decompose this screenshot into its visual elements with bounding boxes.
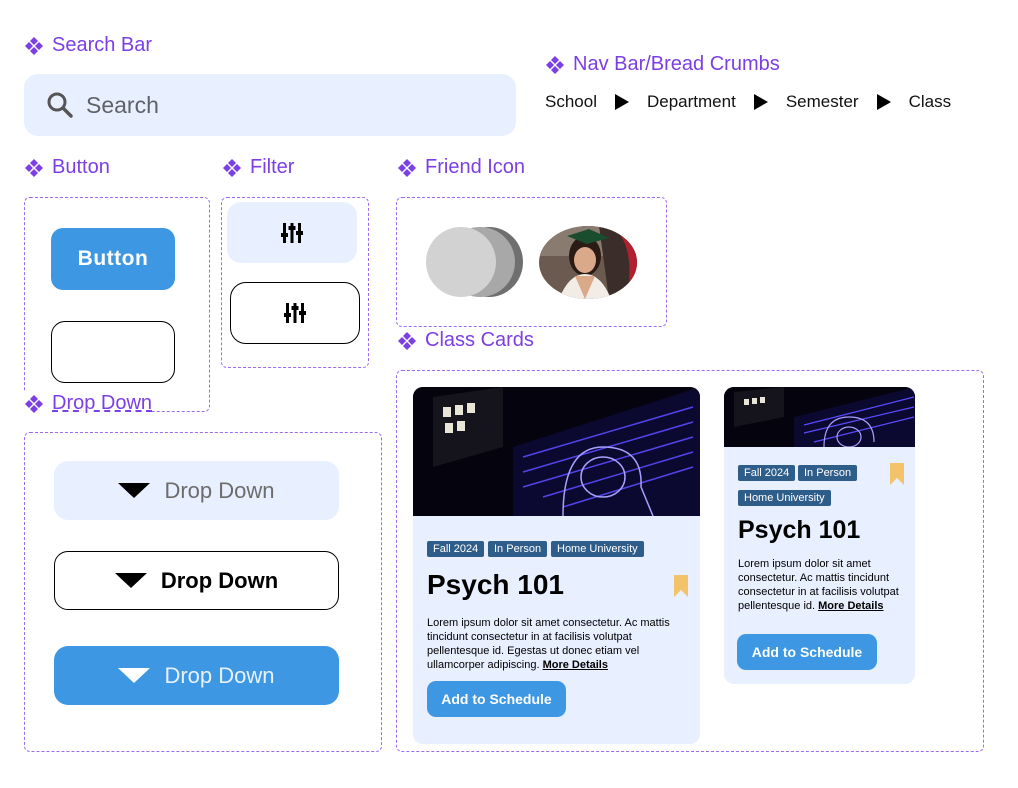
dropdown-filled[interactable]: Drop Down (54, 646, 339, 705)
course-description: Lorem ipsum dolor sit amet consectetur. … (738, 558, 899, 612)
dropdown-outline[interactable]: Drop Down (54, 551, 339, 610)
brain-exhibit-image (724, 387, 915, 448)
friend-icon-frame (396, 197, 667, 327)
section-title-friend-icon: Friend Icon (397, 156, 525, 179)
caret-down-icon (118, 483, 151, 498)
component-diamond-icon (24, 394, 44, 414)
bookmark-icon[interactable] (890, 463, 904, 485)
dropdown-frame (24, 432, 382, 752)
more-details-link[interactable]: More Details (818, 600, 884, 612)
search-icon (47, 92, 73, 118)
class-card-image (724, 387, 915, 448)
tag-format: In Person (488, 541, 548, 557)
sliders-icon (283, 301, 307, 325)
filter-frame (221, 197, 369, 368)
breadcrumb-arrow-icon (753, 94, 768, 110)
tag-format: In Person (798, 465, 858, 481)
tag-university: Home University (551, 541, 644, 557)
bookmark-icon[interactable] (674, 575, 688, 597)
course-title: Psych 101 (427, 569, 564, 600)
search-input[interactable] (86, 91, 466, 119)
section-title-nav-bar: Nav Bar/Bread Crumbs (545, 53, 780, 76)
friend-avatar-placeholder-front[interactable] (426, 227, 496, 297)
more-details-link[interactable]: More Details (542, 659, 608, 671)
class-card-small[interactable]: Fall 2024 In Person Home University Psyc… (724, 387, 915, 684)
breadcrumb-semester[interactable]: Semester (785, 92, 859, 111)
search-bar[interactable] (24, 74, 516, 136)
component-diamond-icon (545, 55, 565, 75)
breadcrumb-department[interactable]: Department (646, 92, 736, 111)
section-title-class-cards: Class Cards (397, 329, 534, 352)
section-title-button: Button (24, 156, 110, 179)
component-diamond-icon (397, 331, 417, 351)
breadcrumb-arrow-icon (876, 94, 891, 110)
dropdown-light[interactable]: Drop Down (54, 461, 339, 520)
breadcrumb-school[interactable]: School (545, 92, 597, 111)
class-card-large[interactable]: Fall 2024 In Person Home University Psyc… (413, 387, 700, 744)
tag-semester: Fall 2024 (427, 541, 485, 557)
sliders-icon (280, 221, 304, 245)
caret-down-icon (114, 573, 147, 588)
component-diamond-icon (24, 36, 44, 56)
friend-avatar-photo[interactable] (539, 226, 637, 299)
section-title-search-bar: Search Bar (24, 34, 152, 57)
section-title-drop-down: Drop Down (24, 392, 153, 415)
tag-semester: Fall 2024 (738, 465, 796, 481)
class-card-image (413, 387, 700, 517)
tag-university: Home University (738, 490, 831, 506)
graduate-photo (539, 226, 637, 299)
filter-button-light[interactable] (227, 202, 357, 263)
class-cards-frame (396, 370, 984, 752)
course-description: Lorem ipsum dolor sit amet consectetur. … (427, 617, 670, 671)
add-to-schedule-button[interactable]: Add to Schedule (737, 634, 877, 670)
filter-button-outline[interactable] (230, 282, 360, 344)
add-to-schedule-button[interactable]: Add to Schedule (427, 681, 566, 717)
breadcrumb-arrow-icon (614, 94, 629, 110)
component-diamond-icon (222, 158, 242, 178)
primary-button[interactable]: Button (51, 228, 175, 290)
component-diamond-icon (24, 158, 44, 178)
section-title-filter: Filter (222, 156, 294, 179)
component-diamond-icon (397, 158, 417, 178)
breadcrumb: School Department Semester Class (545, 92, 951, 112)
caret-down-icon (118, 668, 151, 683)
breadcrumb-class[interactable]: Class (908, 92, 952, 111)
brain-exhibit-image (413, 387, 700, 517)
outline-button[interactable] (51, 321, 175, 383)
course-title: Psych 101 (738, 516, 861, 544)
